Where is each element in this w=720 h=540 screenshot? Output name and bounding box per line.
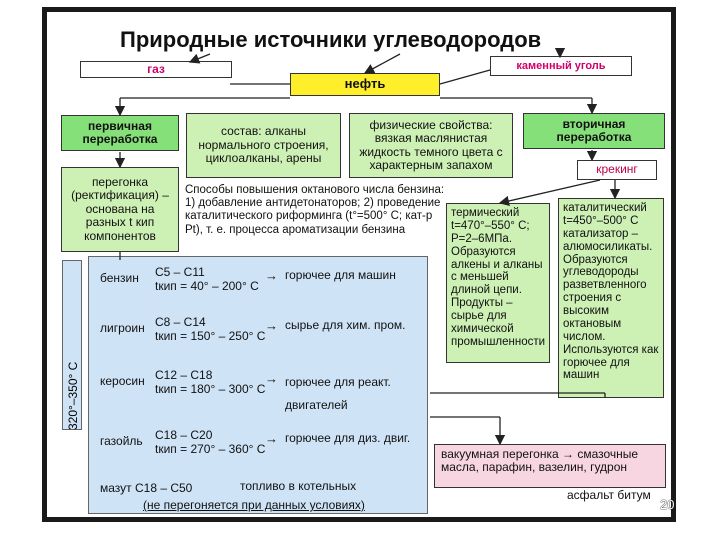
fraction-name: керосин — [100, 374, 145, 388]
catalytic-cracking-box: каталитический t=450°–500° С катализатор… — [558, 198, 664, 398]
fraction-name: бензин — [100, 271, 139, 285]
fractions-area — [88, 256, 428, 514]
arrow-icon: → — [265, 371, 278, 386]
fraction-formula: C5 – C11 — [155, 265, 205, 279]
fraction-boiling-temp: tкип = 270° – 360° С — [155, 442, 266, 456]
coal-box: каменный уголь — [490, 56, 632, 76]
fraction-formula: C8 – C14 — [155, 315, 206, 329]
fraction-formula: C12 – C18 — [155, 368, 213, 382]
mazut-note: (не перегоняется при данных условиях) — [143, 498, 365, 512]
arrow-icon: → — [265, 318, 278, 333]
secondary-processing-box: вторичная переработка — [523, 113, 665, 149]
fraction-use: сырье для хим. пром. — [285, 318, 406, 332]
gas-box: газ — [80, 61, 232, 78]
octane-text: Способы повышения октанового числа бензи… — [185, 184, 445, 236]
page-number: 20 — [660, 497, 675, 512]
physical-properties-box: физические свойства: вязкая маслянистая … — [349, 113, 513, 178]
asphalt-bitumen-text: асфальт битум — [567, 488, 651, 502]
arrow-icon: → — [265, 268, 278, 283]
mazut-use: топливо в котельных — [240, 479, 357, 493]
fraction-use: горючее для реакт. двигателей — [285, 375, 391, 412]
cracking-box: крекинг — [577, 160, 657, 180]
mazut-label: мазут C18 – C50 — [100, 481, 193, 495]
fraction-name: лигроин — [100, 321, 145, 335]
fraction-formula: C18 – C20 — [155, 428, 213, 442]
vacuum-distillation-box: вакуумная перегонка → смазочные масла, п… — [434, 444, 666, 488]
fraction-name: газойль — [100, 434, 143, 448]
temperature-bar — [62, 260, 82, 430]
fraction-boiling-temp: tкип = 40° – 200° С — [155, 279, 259, 293]
fraction-use: горючее для диз. двиг. — [285, 431, 411, 445]
fraction-use: горючее для машин — [285, 268, 396, 282]
composition-box: состав: алканы нормального строения, цик… — [186, 113, 341, 178]
fraction-boiling-temp: tкип = 150° – 250° С — [155, 329, 266, 343]
arrow-icon: → — [265, 431, 278, 446]
page-title: Природные источники углеводородов — [120, 27, 542, 52]
fraction-boiling-temp: tкип = 180° – 300° С — [155, 382, 266, 396]
thermal-cracking-box: термический t=470°–550° С; Р=2–6МПа. Обр… — [446, 203, 550, 363]
